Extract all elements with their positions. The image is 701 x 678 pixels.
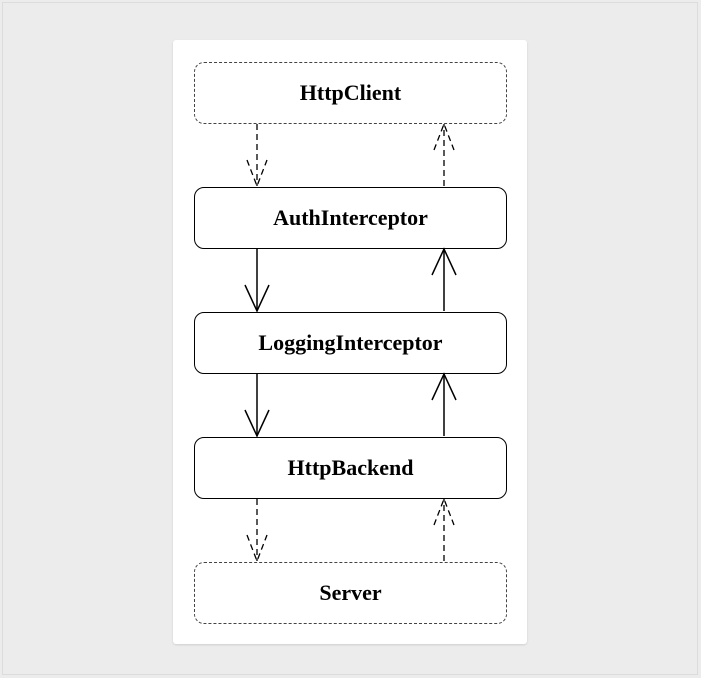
diagram-card [173,40,527,644]
node-label-httpbackend: HttpBackend [287,455,414,480]
node-httpbackend: HttpBackend [194,437,507,499]
node-authinterceptor: AuthInterceptor [194,187,507,249]
edge-server-to-httpbackend [433,497,455,561]
node-logginginterceptor: LoggingInterceptor [194,312,507,374]
node-server: Server [194,562,507,624]
edge-httpbackend-to-logginginterceptor [431,372,457,436]
edge-authinterceptor-to-httpclient [433,122,455,186]
edge-logginginterceptor-to-authinterceptor [431,247,457,311]
node-label-server: Server [319,580,382,605]
node-label-authinterceptor: AuthInterceptor [273,205,428,230]
node-httpclient: HttpClient [194,62,507,124]
edge-httpclient-to-authinterceptor [246,124,268,188]
edge-authinterceptor-to-logginginterceptor [244,249,270,313]
node-label-logginginterceptor: LoggingInterceptor [258,330,443,355]
node-label-httpclient: HttpClient [299,80,402,105]
edge-logginginterceptor-to-httpbackend [244,374,270,438]
edge-httpbackend-to-server [246,499,268,563]
